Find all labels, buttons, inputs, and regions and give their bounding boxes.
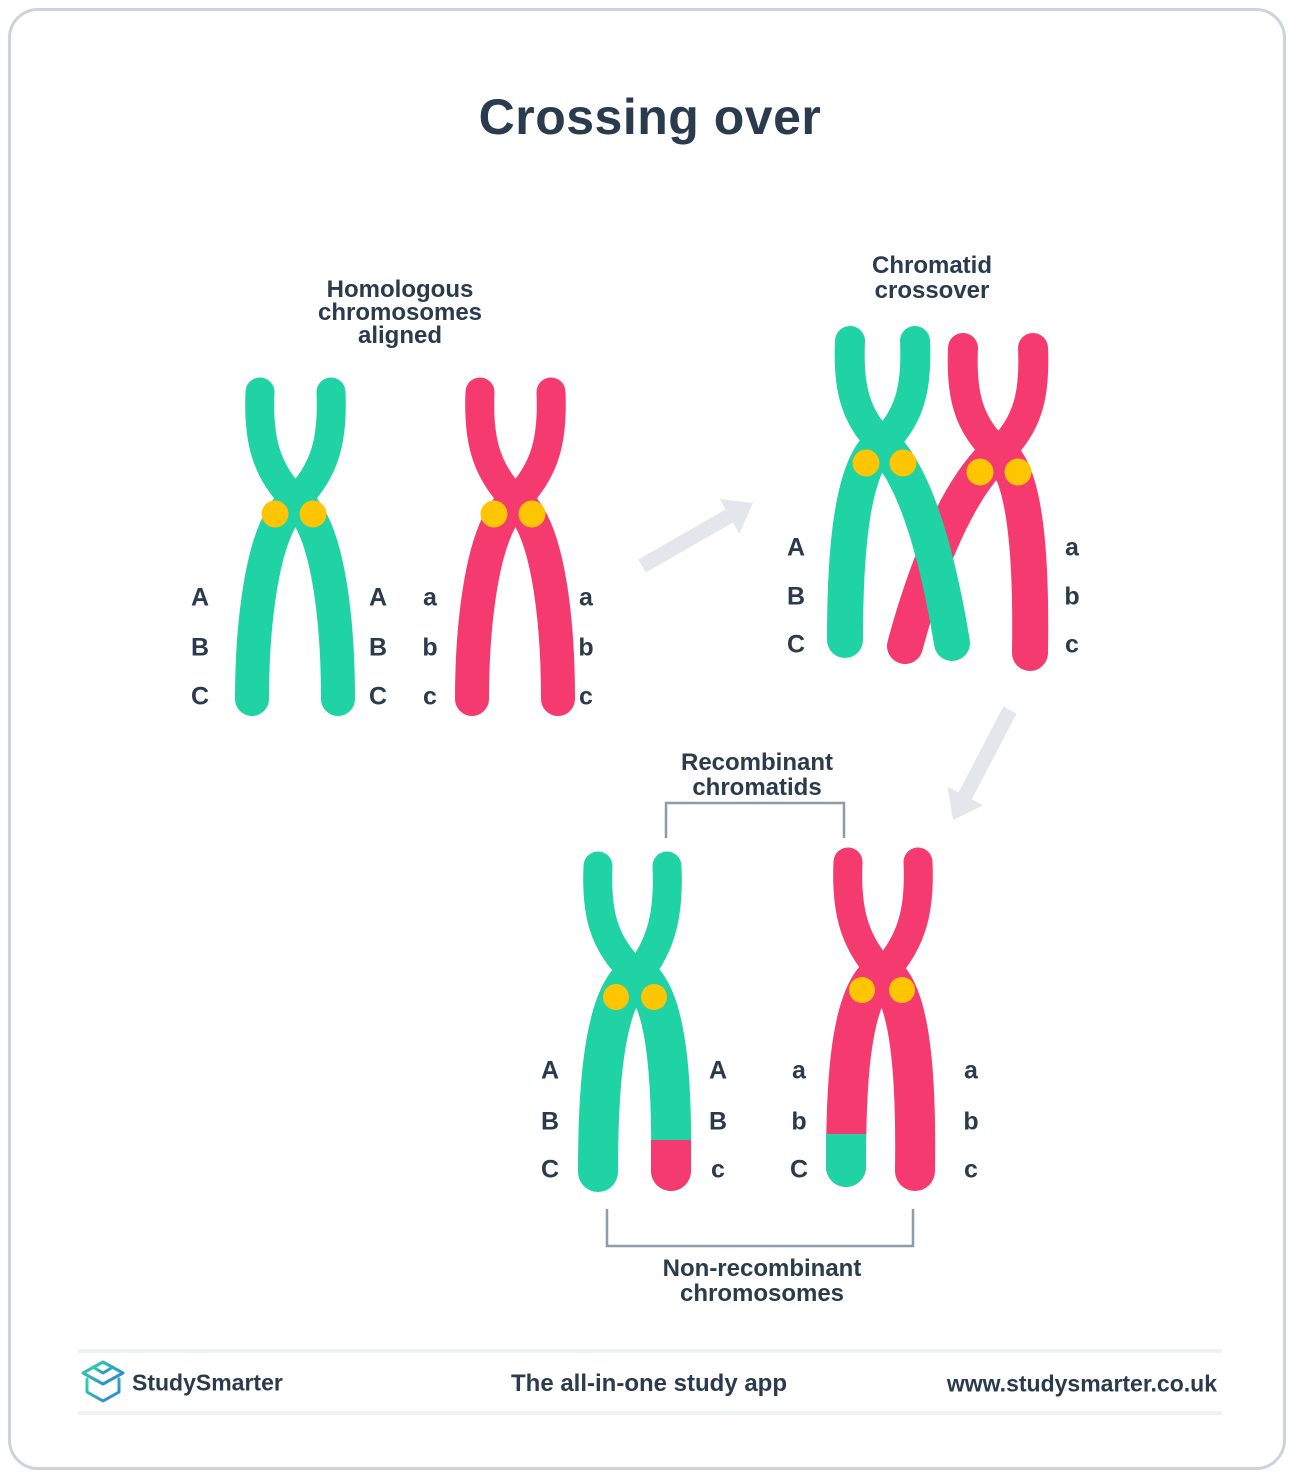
chromosome-pink-aligned bbox=[455, 377, 575, 716]
allele-label: C bbox=[368, 682, 388, 711]
allele-label: a bbox=[964, 1056, 978, 1085]
allele-label: b bbox=[422, 633, 438, 662]
crossover-title-line: Chromatid bbox=[872, 252, 992, 279]
allele-label: b bbox=[1064, 582, 1080, 611]
centromere-dot bbox=[518, 500, 546, 528]
allele-label: c bbox=[964, 1155, 978, 1184]
recombinant-label-line: chromatids bbox=[692, 774, 822, 801]
centromere-dot bbox=[1004, 458, 1032, 486]
recombinant-bracket bbox=[664, 801, 846, 838]
chromatid-leg bbox=[455, 488, 528, 716]
footer-divider-top bbox=[78, 1349, 1222, 1353]
crossover-title-line: crossover bbox=[874, 277, 990, 304]
allele-label: a bbox=[1065, 533, 1079, 562]
chromatid-leg bbox=[283, 488, 355, 716]
allele-label: C bbox=[540, 1155, 560, 1184]
allele-label: B bbox=[190, 633, 210, 662]
allele-label: c bbox=[1065, 630, 1079, 659]
allele-label: B bbox=[708, 1107, 728, 1136]
allele-label: A bbox=[786, 533, 806, 562]
footer-tagline: The all-in-one study app bbox=[510, 1370, 788, 1397]
nonrecombinant-label-line: Non-recombinant bbox=[662, 1255, 862, 1282]
allele-label: a bbox=[792, 1056, 806, 1085]
arrow-down bbox=[947, 706, 1017, 820]
allele-label: a bbox=[579, 583, 593, 612]
allele-label: c bbox=[579, 682, 593, 711]
chromatid-leg bbox=[503, 488, 575, 716]
homologous-title-line: chromosomes bbox=[317, 299, 483, 326]
centromere-dot bbox=[261, 500, 289, 528]
centromere-dot bbox=[603, 984, 629, 1010]
footer-website: www.studysmarter.co.uk bbox=[946, 1370, 1217, 1397]
brand-name: StudySmarter bbox=[132, 1369, 283, 1396]
allele-label: B bbox=[368, 633, 388, 662]
allele-label: A bbox=[540, 1056, 560, 1085]
allele-label: b bbox=[791, 1107, 807, 1136]
allele-label: B bbox=[540, 1107, 560, 1136]
arrow-right bbox=[638, 498, 753, 573]
allele-label: C bbox=[190, 682, 210, 711]
centromere-dot bbox=[849, 977, 875, 1003]
recombinant-label-line: Recombinant bbox=[680, 749, 834, 776]
centromere-dot bbox=[641, 984, 667, 1010]
allele-label: C bbox=[786, 630, 806, 659]
allele-label: c bbox=[711, 1155, 725, 1184]
allele-label: a bbox=[423, 583, 437, 612]
homologous-title-line: Homologous bbox=[326, 276, 474, 303]
chromosome-green-aligned bbox=[235, 377, 355, 716]
chromosome-green-crossover bbox=[827, 326, 970, 661]
nonrecombinant-label-line: chromosomes bbox=[679, 1280, 845, 1307]
chromatid-leg bbox=[867, 957, 936, 1191]
chromatid-leg bbox=[235, 488, 308, 716]
nonrecombinant-bracket bbox=[605, 1209, 915, 1248]
centromere-dot bbox=[966, 458, 994, 486]
centromere-dot bbox=[299, 500, 327, 528]
homologous-title-line: aligned bbox=[357, 322, 443, 349]
centromere-dot bbox=[852, 449, 880, 477]
page-title: Crossing over bbox=[478, 89, 822, 145]
studysmarter-logo-icon bbox=[81, 1360, 125, 1403]
allele-label: C bbox=[789, 1155, 809, 1184]
centromere-dot bbox=[480, 500, 508, 528]
chromosome-pink-recombinant bbox=[826, 847, 936, 1191]
footer-divider-bottom bbox=[78, 1411, 1222, 1415]
chromosome-green-recombinant bbox=[578, 851, 692, 1192]
allele-label: A bbox=[190, 583, 210, 612]
card-border bbox=[8, 8, 1286, 1470]
allele-label: A bbox=[368, 583, 388, 612]
chromatid-leg bbox=[985, 439, 1049, 671]
allele-label: b bbox=[963, 1107, 979, 1136]
allele-label: A bbox=[708, 1056, 728, 1085]
chromatid-leg bbox=[827, 430, 895, 658]
centromere-dot bbox=[889, 977, 915, 1003]
green-tip bbox=[826, 1134, 866, 1187]
allele-label: B bbox=[786, 582, 806, 611]
allele-label: c bbox=[423, 682, 437, 711]
pink-tip bbox=[651, 1140, 691, 1191]
centromere-dot bbox=[889, 449, 917, 477]
allele-label: b bbox=[578, 633, 594, 662]
